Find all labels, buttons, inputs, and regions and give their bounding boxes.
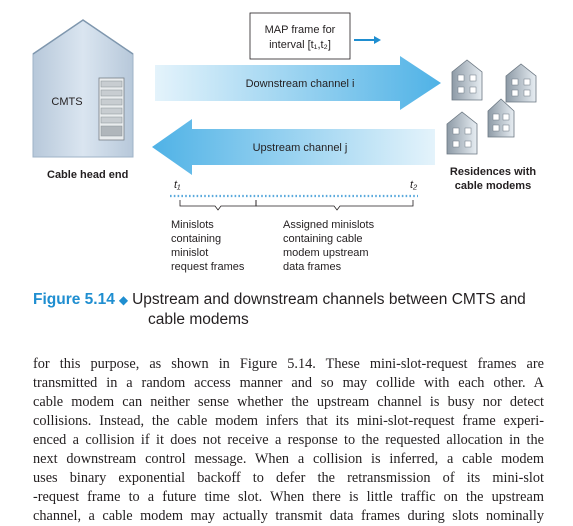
body-line: transmitted in a random access manner an… bbox=[33, 375, 544, 391]
t2-label: t₂ bbox=[410, 179, 418, 191]
minislots-label: Minislots containing minislot request fr… bbox=[171, 219, 245, 273]
head-end-label: Cable head end bbox=[47, 169, 128, 181]
minislots-line: Minislots bbox=[171, 219, 214, 231]
downstream-arrow: Downstream channel i bbox=[155, 56, 441, 110]
body-line: collisions. Instead, the cable modem inf… bbox=[33, 413, 544, 429]
minislots-line: minislot bbox=[171, 247, 208, 259]
residences-houses-icon bbox=[446, 59, 537, 155]
map-frame-line1: MAP frame for bbox=[265, 24, 336, 36]
assigned-line: data frames bbox=[283, 261, 342, 273]
body-line: for this purpose, as shown in Figure 5.1… bbox=[33, 356, 544, 372]
map-frame-arrow-icon bbox=[374, 36, 381, 44]
upstream-label: Upstream channel j bbox=[253, 142, 348, 154]
residences-label-line2: cable modems bbox=[455, 180, 531, 192]
caption-line1: Upstream and downstream channels between… bbox=[132, 291, 526, 308]
assigned-line: containing cable bbox=[283, 233, 363, 245]
figure-caption: Figure 5.14◆Upstream and downstream chan… bbox=[33, 290, 543, 329]
figure-number: Figure 5.14 bbox=[33, 291, 115, 308]
upstream-timeline: t₁ t₂ bbox=[170, 179, 418, 211]
diamond-icon: ◆ bbox=[118, 293, 129, 307]
figure-diagram: MAP frame for interval [t₁,t₂] CMTS Cabl… bbox=[32, 12, 537, 273]
assigned-line: Assigned minislots bbox=[283, 219, 375, 231]
minislots-line: containing bbox=[171, 233, 221, 245]
body-line: -request frame to a future time slot. Wh… bbox=[33, 489, 544, 505]
cmts-rack-icon bbox=[98, 77, 125, 141]
t1-label: t₁ bbox=[174, 179, 181, 191]
minislots-line: request frames bbox=[171, 261, 245, 273]
caption-line2: cable modems bbox=[148, 311, 249, 328]
upstream-arrow: Upstream channel j bbox=[152, 119, 435, 175]
body-line: cable modem can neither sense whether th… bbox=[33, 394, 544, 410]
minislots-brace bbox=[179, 200, 257, 211]
map-frame: MAP frame for interval [t₁,t₂] bbox=[249, 12, 381, 60]
body-line: enced a collision if it does not receive… bbox=[33, 432, 544, 448]
body-line: uses binary exponential backoff to defer… bbox=[33, 470, 544, 486]
assigned-brace bbox=[255, 200, 414, 211]
body-line: channel, a cable modem may actually tran… bbox=[33, 508, 544, 524]
downstream-label: Downstream channel i bbox=[246, 78, 355, 90]
body-paragraph: for this purpose, as shown in Figure 5.1… bbox=[33, 355, 544, 526]
assigned-line: modem upstream bbox=[283, 247, 369, 259]
residences-label-line1: Residences with bbox=[450, 166, 536, 178]
assigned-minislots-label: Assigned minislots containing cable mode… bbox=[283, 219, 375, 273]
map-frame-line2: interval [t₁,t₂] bbox=[269, 39, 331, 51]
cmts-label: CMTS bbox=[51, 96, 82, 108]
cable-head-end-building: CMTS bbox=[32, 19, 134, 158]
body-line: next downstream control message. When a … bbox=[33, 451, 544, 467]
